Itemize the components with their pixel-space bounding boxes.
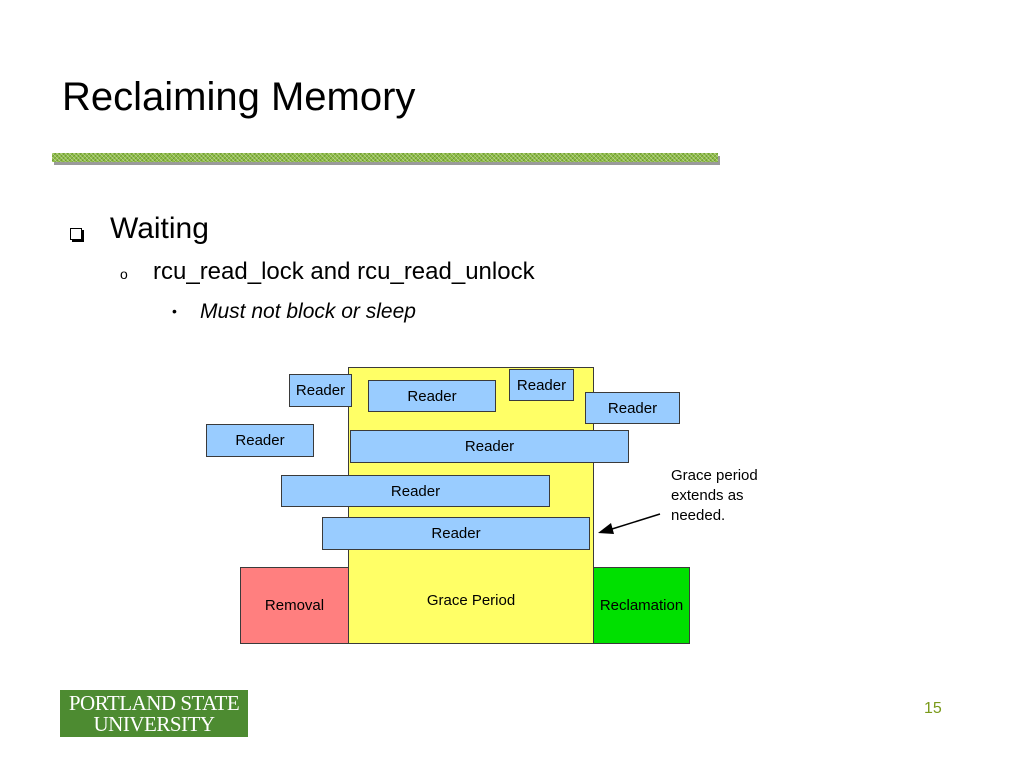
grace-period-label: Grace Period — [426, 592, 516, 609]
grace-note-line: needed. — [671, 507, 726, 524]
bullet-dot-icon: • — [172, 303, 177, 319]
bullet-must-not-block: Must not block or sleep — [200, 300, 416, 323]
title-rule — [52, 153, 718, 162]
reader-box: Reader — [368, 380, 496, 412]
reader-box: Reader — [585, 392, 680, 424]
reader-box: Reader — [281, 475, 550, 507]
slide-title: Reclaiming Memory — [62, 75, 416, 119]
bullet-waiting: Waiting — [110, 212, 209, 245]
grace-note: Grace period extends as needed. — [671, 466, 758, 526]
page-number: 15 — [924, 700, 942, 717]
reclamation-box: Reclamation — [593, 567, 690, 644]
reader-box: Reader — [509, 369, 574, 401]
logo-line-1: PORTLAND STATE — [68, 691, 240, 715]
reader-box: Reader — [289, 374, 352, 407]
grace-note-line: extends as — [671, 487, 744, 504]
reader-box: Reader — [350, 430, 629, 463]
bullet-rcu: rcu_read_lock and rcu_read_unlock — [153, 258, 535, 285]
arrow-line — [611, 513, 661, 530]
logo-line-2: UNIVERSITY — [93, 712, 216, 736]
grace-note-line: Grace period — [671, 467, 758, 484]
reader-box: Reader — [206, 424, 314, 457]
bullet-square-icon — [70, 228, 82, 240]
reader-box: Reader — [322, 517, 590, 550]
portland-state-logo: PORTLAND STATE UNIVERSITY — [60, 690, 248, 737]
removal-box: Removal — [240, 567, 349, 644]
arrow-head — [598, 523, 614, 534]
bullet-circle-icon: o — [120, 266, 128, 282]
